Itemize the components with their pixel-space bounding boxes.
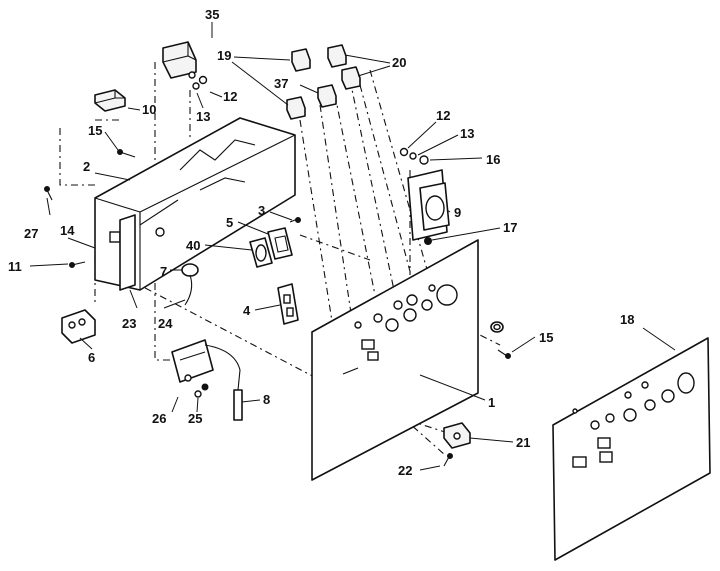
callout-22: 22 [398, 463, 412, 478]
callout-16: 16 [486, 152, 500, 167]
top-switch-part [162, 41, 197, 79]
callout-11: 11 [8, 259, 22, 274]
washers-right [399, 147, 429, 165]
leader-lines [29, 22, 676, 471]
callout-21: 21 [516, 435, 530, 450]
outlet-part [277, 283, 299, 325]
callout-12a: 12 [223, 89, 237, 104]
callout-35: 35 [205, 7, 219, 22]
callout-15a: 15 [88, 123, 102, 138]
front-panel-part [311, 239, 479, 481]
panel-grommet [490, 321, 504, 333]
callout-13a: 13 [196, 109, 210, 124]
callout-9: 9 [454, 205, 461, 220]
callout-6: 6 [88, 350, 95, 365]
receptacle-parts [249, 217, 301, 268]
callout-4: 4 [243, 303, 251, 318]
screws [44, 149, 511, 467]
callout-37: 37 [274, 76, 288, 91]
bracket-plate-part [119, 214, 136, 291]
part-6 [61, 309, 96, 344]
enclosure-box-part [94, 117, 296, 291]
callout-18: 18 [620, 312, 634, 327]
part-21 [443, 422, 471, 449]
callout-8: 8 [263, 392, 270, 407]
callout-5: 5 [226, 215, 233, 230]
callout-13b: 13 [460, 126, 474, 141]
assembly-lines [59, 62, 501, 456]
callout-2: 2 [83, 159, 90, 174]
callout-14: 14 [60, 223, 75, 238]
meter-part [407, 169, 450, 245]
callout-17: 17 [503, 220, 517, 235]
switch-20-part [327, 44, 361, 90]
callout-12b: 12 [436, 108, 450, 123]
callout-1: 1 [488, 395, 495, 410]
switch-19-part [286, 48, 311, 120]
part-10 [94, 89, 126, 112]
grommet-part [181, 263, 199, 306]
callout-23: 23 [122, 316, 136, 331]
decal-plate-part [552, 337, 711, 561]
washer-25 [194, 390, 202, 398]
callout-19: 19 [217, 48, 231, 63]
callout-3: 3 [258, 203, 265, 218]
callout-10: 10 [142, 102, 156, 117]
callout-15b: 15 [539, 330, 553, 345]
callout-26: 26 [152, 411, 166, 426]
switch-37-part [317, 84, 337, 108]
callout-27: 27 [24, 226, 38, 241]
callout-40: 40 [186, 238, 200, 253]
callout-25: 25 [188, 411, 202, 426]
callout-labels: 35 12 13 10 15 2 27 14 11 23 24 6 26 25 … [8, 7, 634, 478]
washers-left [192, 75, 208, 90]
callout-20: 20 [392, 55, 406, 70]
rectifier-part [171, 339, 243, 421]
callout-24: 24 [158, 316, 173, 331]
callout-7: 7 [160, 264, 167, 279]
